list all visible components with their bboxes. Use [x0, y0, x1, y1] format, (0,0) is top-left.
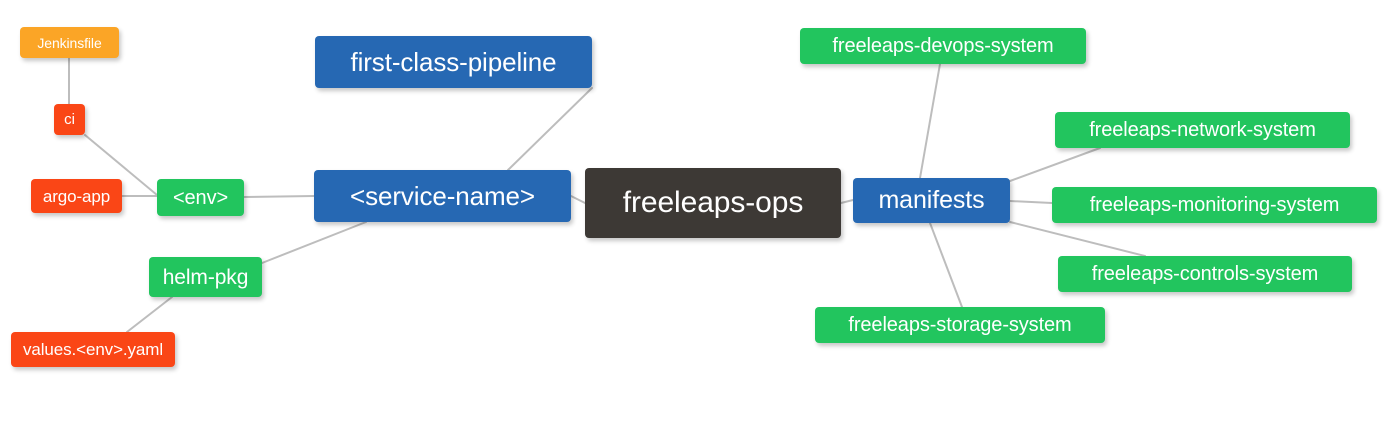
node-ci[interactable]: ci — [54, 104, 85, 135]
edge-service-name-to-first-class-pipeline — [507, 87, 593, 171]
node-argo-app[interactable]: argo-app — [31, 179, 122, 213]
edge-manifests-to-freeleaps-storage-system — [929, 222, 963, 308]
node-values-yaml[interactable]: values.<env>.yaml — [11, 332, 175, 367]
node-freeleaps-ops[interactable]: freeleaps-ops — [585, 168, 841, 238]
node-manifests[interactable]: manifests — [853, 178, 1010, 223]
node-jenkinsfile[interactable]: Jenkinsfile — [20, 27, 119, 58]
edge-service-name-to-env — [243, 195, 315, 198]
node-label-service-name: <service-name> — [349, 181, 536, 211]
node-label-argo-app: argo-app — [42, 186, 111, 206]
node-freeleaps-network-system[interactable]: freeleaps-network-system — [1055, 112, 1350, 148]
node-label-jenkinsfile: Jenkinsfile — [37, 34, 102, 51]
edge-manifests-to-freeleaps-network-system — [1009, 147, 1101, 182]
edge-freeleaps-ops-to-manifests — [840, 199, 854, 204]
edge-manifests-to-freeleaps-controls-system — [1009, 221, 1146, 257]
node-freeleaps-controls-system[interactable]: freeleaps-controls-system — [1058, 256, 1352, 292]
node-freeleaps-devops-system[interactable]: freeleaps-devops-system — [800, 28, 1086, 64]
edge-helm-pkg-to-values-yaml — [126, 296, 173, 333]
node-label-helm-pkg: helm-pkg — [162, 265, 249, 289]
edge-freeleaps-ops-to-service-name — [570, 195, 586, 204]
node-env[interactable]: <env> — [157, 179, 244, 216]
node-freeleaps-monitoring-system[interactable]: freeleaps-monitoring-system — [1052, 187, 1377, 223]
node-helm-pkg[interactable]: helm-pkg — [149, 257, 262, 297]
node-label-freeleaps-network-system: freeleaps-network-system — [1089, 119, 1316, 141]
node-first-class-pipeline[interactable]: first-class-pipeline — [315, 36, 592, 88]
node-service-name[interactable]: <service-name> — [314, 170, 571, 222]
node-label-ci: ci — [64, 111, 75, 128]
node-label-manifests: manifests — [878, 186, 985, 214]
node-freeleaps-storage-system[interactable]: freeleaps-storage-system — [815, 307, 1105, 343]
node-label-values-yaml: values.<env>.yaml — [22, 340, 164, 359]
node-label-freeleaps-monitoring-system: freeleaps-monitoring-system — [1089, 194, 1340, 216]
node-label-first-class-pipeline: first-class-pipeline — [350, 47, 557, 77]
edge-service-name-to-helm-pkg — [261, 221, 367, 264]
node-label-freeleaps-devops-system: freeleaps-devops-system — [832, 35, 1054, 57]
node-label-env: <env> — [172, 186, 229, 209]
node-label-freeleaps-controls-system: freeleaps-controls-system — [1091, 263, 1319, 285]
edge-manifests-to-freeleaps-monitoring-system — [1009, 200, 1053, 204]
edge-manifests-to-freeleaps-devops-system — [919, 63, 941, 179]
node-label-freeleaps-storage-system: freeleaps-storage-system — [848, 314, 1072, 336]
node-label-freeleaps-ops: freeleaps-ops — [622, 186, 804, 219]
